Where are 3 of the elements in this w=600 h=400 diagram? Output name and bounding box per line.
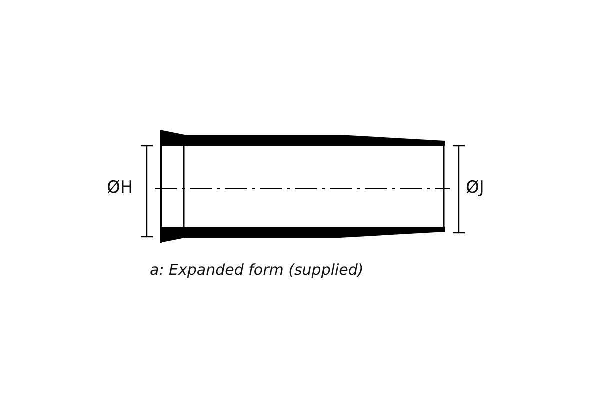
dimension-label: ØJ [466,180,484,197]
dimension-label: ØH [107,180,134,197]
caption-note: a: Expanded form (supplied) [150,263,364,278]
